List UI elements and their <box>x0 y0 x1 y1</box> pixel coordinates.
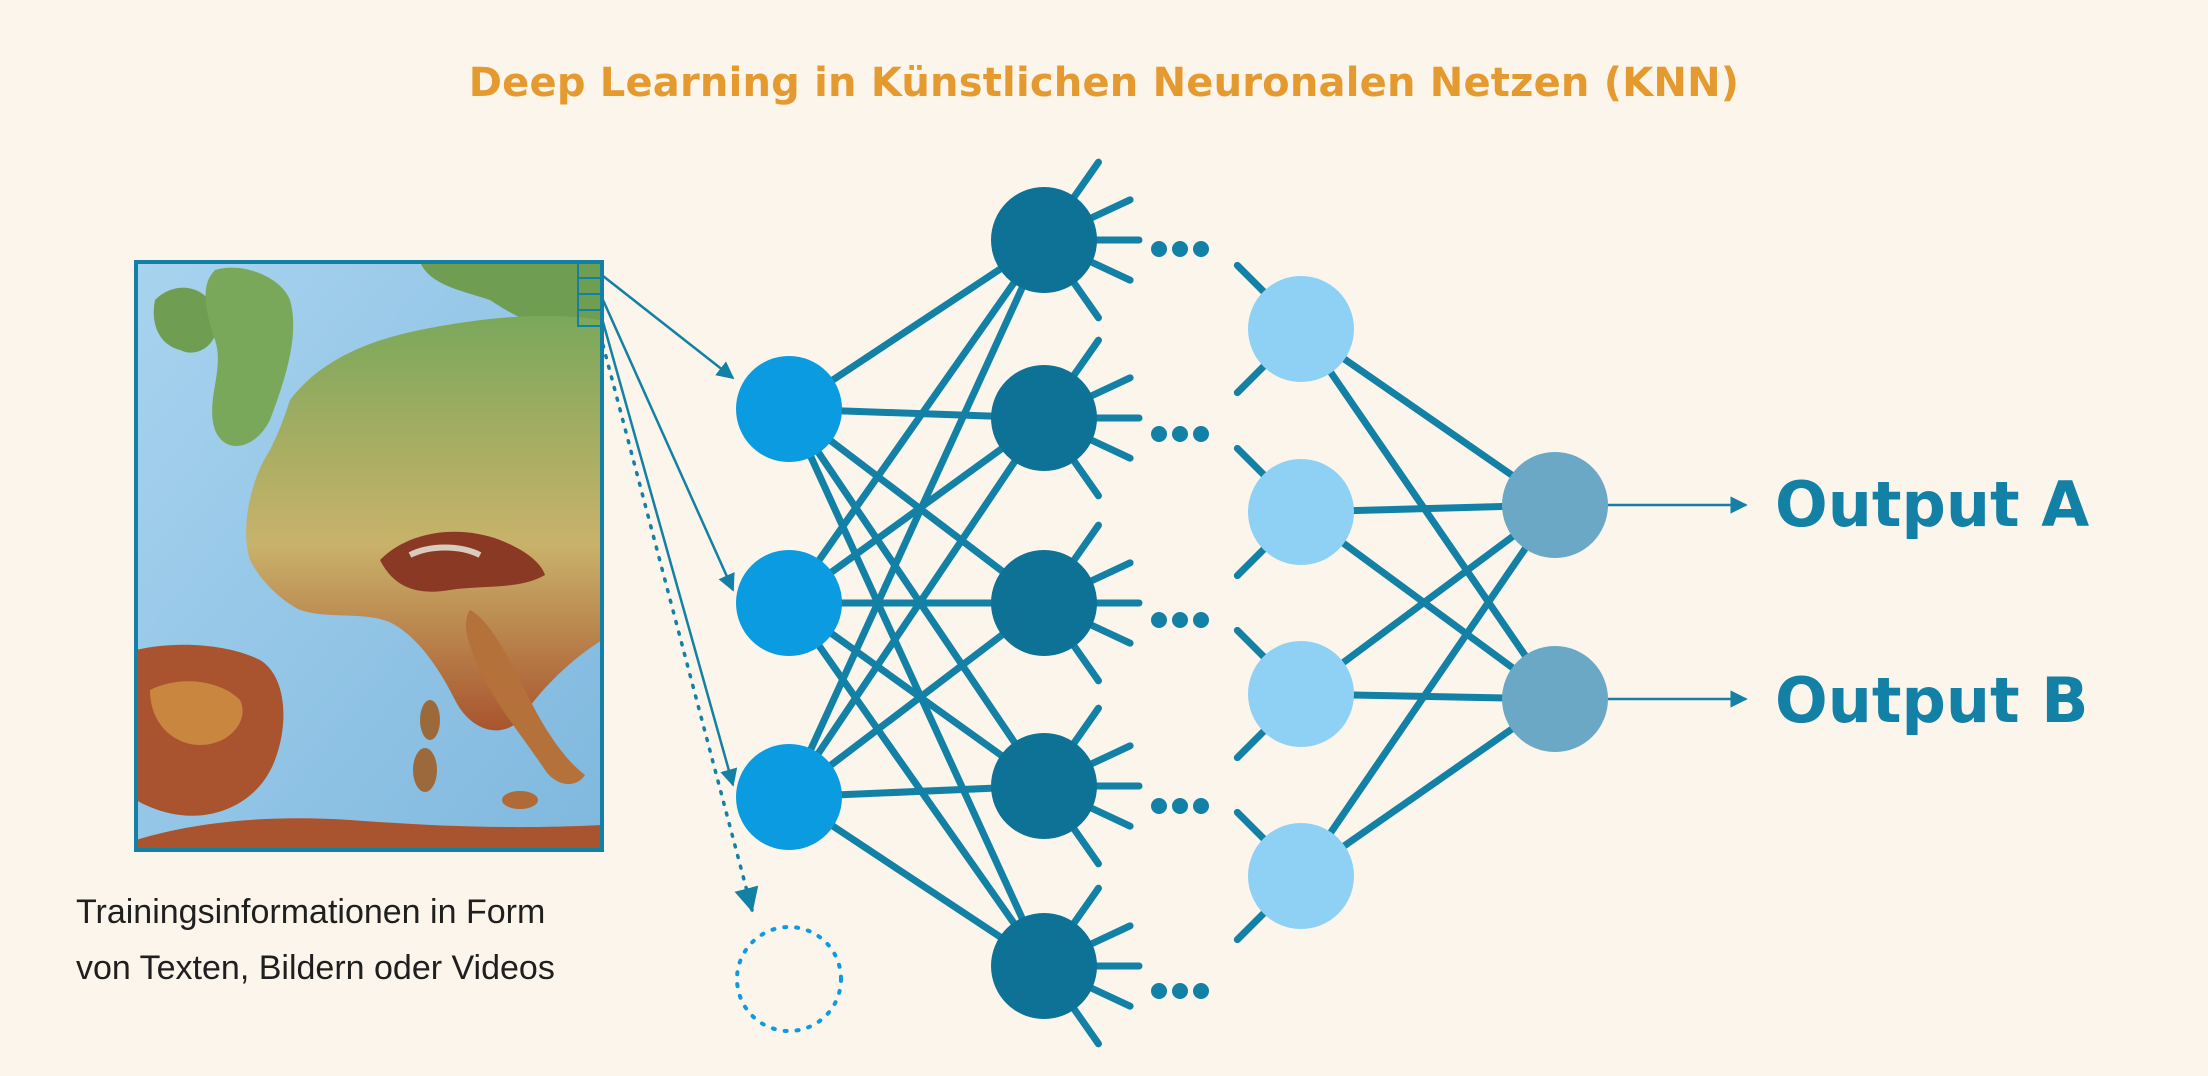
edge-stub <box>1085 435 1134 462</box>
edge-stub <box>1069 277 1102 322</box>
edge-line <box>786 416 1047 799</box>
ellipsis-dot <box>1151 983 1167 999</box>
edge-stub <box>1069 158 1102 203</box>
hidden-node <box>991 365 1097 471</box>
caption-line-2: von Texten, Bildern oder Videos <box>76 949 555 987</box>
ellipsis-dot <box>1172 241 1188 257</box>
input-node <box>736 550 842 656</box>
ellipsis-dot <box>1193 612 1209 628</box>
edge-stub <box>1069 884 1102 929</box>
edge-stub <box>1069 1003 1102 1048</box>
input-arrow <box>601 321 738 787</box>
hidden-node <box>991 913 1097 1019</box>
edge-stub <box>1069 336 1102 381</box>
edge-stub <box>1085 257 1134 284</box>
edge-stub <box>1069 455 1102 500</box>
edge-stub <box>1233 626 1270 663</box>
edge-line <box>786 600 1047 800</box>
edge-line <box>786 406 1047 606</box>
input-caption: Trainingsinformationen in Form von Texte… <box>76 884 636 996</box>
edge-stub <box>1085 559 1134 586</box>
edge-stub <box>1233 907 1270 944</box>
input-node <box>736 744 842 850</box>
input-arrows <box>601 275 759 913</box>
edge-stub <box>1233 808 1270 845</box>
output-node <box>1502 452 1608 558</box>
ellipsis-dot <box>1151 426 1167 442</box>
ellipsis-icon <box>1151 983 1209 999</box>
output-arrows <box>1608 496 1748 708</box>
hidden-node <box>991 733 1097 839</box>
edge-line <box>786 237 1047 606</box>
edge-stub <box>1085 620 1134 647</box>
input-arrow <box>602 275 735 380</box>
network-edges <box>785 158 1558 1048</box>
ellipsis-dot <box>1193 798 1209 814</box>
edge-stub <box>1085 803 1134 830</box>
hidden-node <box>991 550 1097 656</box>
edge-stub <box>1233 360 1270 397</box>
ellipsis-dot <box>1151 612 1167 628</box>
ellipsis-icon <box>1151 612 1209 628</box>
edge-stub <box>1233 543 1270 580</box>
ellipsis-dot <box>1172 426 1188 442</box>
edge-stub <box>1233 725 1270 762</box>
input-node <box>736 356 842 462</box>
ellipsis-icon <box>1151 426 1209 442</box>
ellipsis-dot <box>1151 241 1167 257</box>
placeholder-node <box>735 925 843 1033</box>
edge-line <box>785 407 1048 968</box>
edge-stub <box>1069 521 1102 566</box>
ellipsis-dot <box>1172 983 1188 999</box>
hidden-node-late <box>1248 459 1354 565</box>
ellipsis-dot <box>1193 983 1209 999</box>
edge-stub <box>1069 823 1102 868</box>
hidden-node-late <box>1248 641 1354 747</box>
edge-line <box>786 600 1047 969</box>
edge-line <box>786 407 1047 788</box>
output-a-label: Output A <box>1775 468 2090 541</box>
edge-stub <box>1085 922 1134 949</box>
ellipsis-icon <box>1151 798 1209 814</box>
output-node <box>1502 646 1608 752</box>
ellipsis-dot <box>1193 241 1209 257</box>
hidden-node-late <box>1248 276 1354 382</box>
edge-stub <box>1233 444 1270 481</box>
edge-stub <box>1085 374 1134 401</box>
ellipsis-dot <box>1172 612 1188 628</box>
ellipsis-dot <box>1172 798 1188 814</box>
edge-stub <box>1233 261 1270 298</box>
caption-line-1: Trainingsinformationen in Form <box>76 893 546 931</box>
ellipsis-dot <box>1193 426 1209 442</box>
input-arrow <box>601 299 735 592</box>
edge-stub <box>1085 196 1134 223</box>
edge-line <box>1298 503 1558 878</box>
edge-stub <box>1069 640 1102 685</box>
edge-stub <box>1085 983 1134 1010</box>
edge-line <box>785 238 1048 799</box>
hidden-node-late <box>1248 823 1354 929</box>
ellipsis-icon <box>1151 241 1209 257</box>
europe-relief-map-icon <box>134 260 604 852</box>
output-b-label: Output B <box>1775 664 2089 737</box>
ellipsis-dot <box>1151 798 1167 814</box>
edge-stub <box>1069 704 1102 749</box>
hidden-node <box>991 187 1097 293</box>
input-arrow-dotted <box>601 343 759 913</box>
edge-line <box>1298 327 1558 701</box>
network-nodes <box>735 187 1608 1033</box>
ellipsis-group <box>1151 241 1209 999</box>
edge-stub <box>1085 742 1134 769</box>
diagram-title: Deep Learning in Künstlichen Neuronalen … <box>468 60 1740 106</box>
